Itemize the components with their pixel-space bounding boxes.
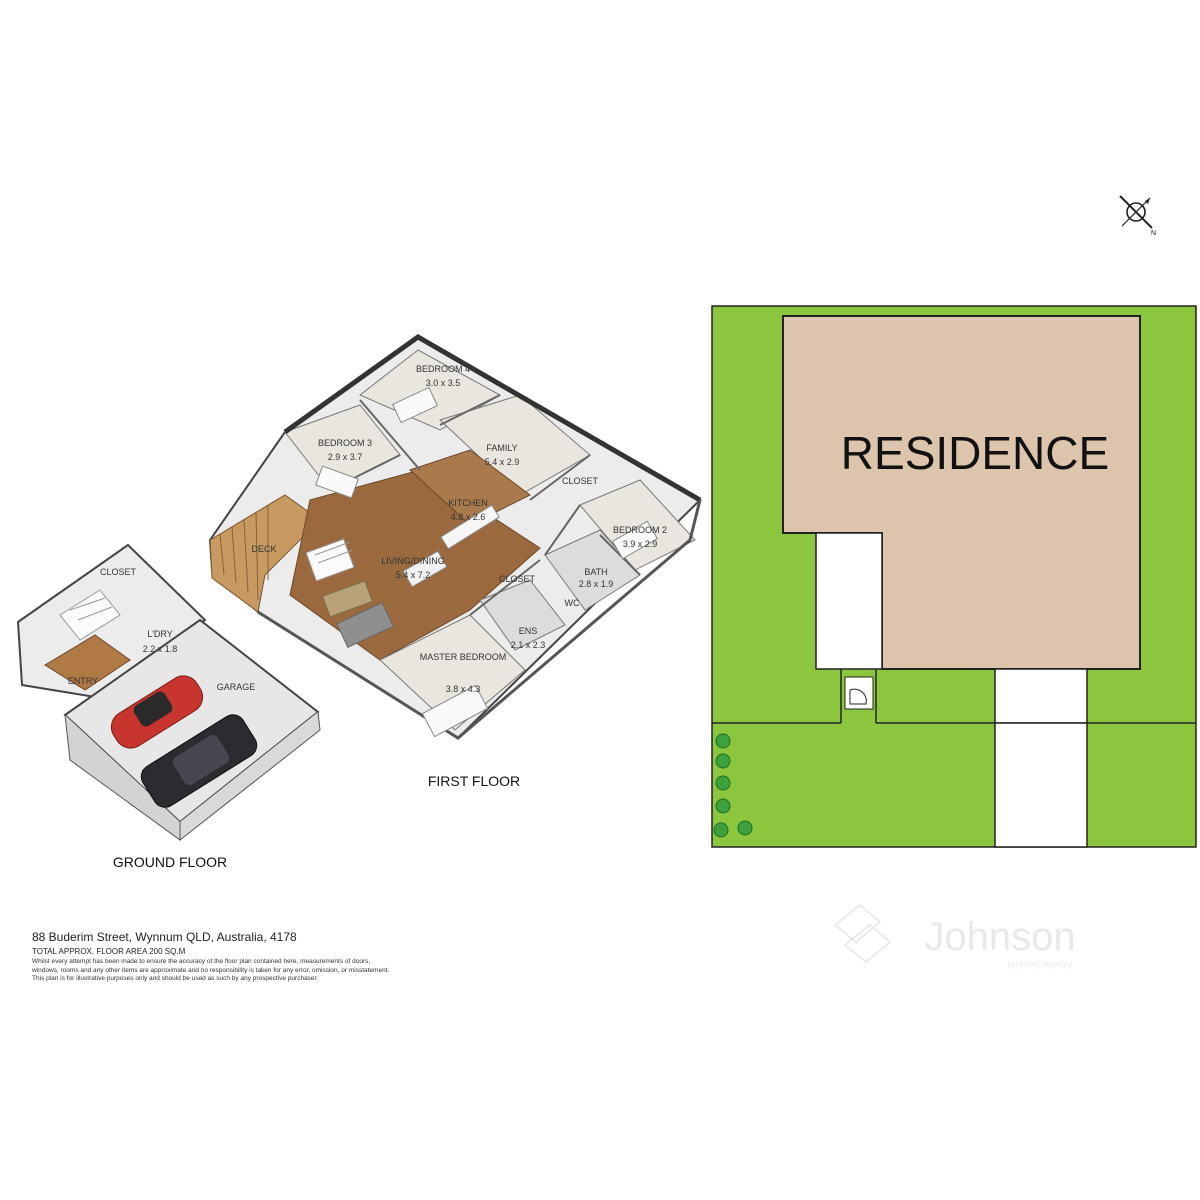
- first-floor-back-wall: [283, 334, 702, 503]
- living-sofa: [321, 580, 374, 618]
- room-dims-master-bedroom: 3.8 x 4.3: [446, 684, 481, 694]
- room-dims-laundry: 2.2 x 1.8: [143, 644, 178, 654]
- room-label-deck: DECK: [251, 544, 276, 554]
- side-path: [815, 532, 883, 670]
- stairs: [305, 538, 355, 582]
- room-label-closet-first-1: CLOSET: [562, 476, 599, 486]
- plan-footer: 88 Buderim Street, Wynnum QLD, Australia…: [32, 930, 552, 984]
- room-label-bath: BATH: [584, 567, 607, 577]
- room-dims-family: 5.4 x 2.9: [485, 457, 520, 467]
- garage-front-wall: [179, 711, 321, 842]
- bed-bedroom-3: [315, 465, 359, 499]
- tree-icon: [715, 753, 731, 769]
- room-dims-bath: 2.8 x 1.9: [579, 579, 614, 589]
- first-floor-plan: [208, 334, 702, 740]
- kitchen-floor: [409, 449, 531, 526]
- disclaimer-line: This plan is for illustrative purposes o…: [32, 975, 319, 982]
- first-floor-title: FIRST FLOOR: [428, 773, 520, 789]
- gate-icon: [844, 676, 874, 710]
- dining-table: [402, 550, 448, 588]
- ground-floor-title: GROUND FLOOR: [113, 854, 227, 870]
- room-label-closet-first-2: CLOSET: [499, 574, 536, 584]
- first-floor-room-labels: BEDROOM 4 3.0 x 3.5 BEDROOM 3 2.9 x 3.7 …: [251, 364, 667, 694]
- master-bedroom-floor: [379, 614, 526, 731]
- ground-stairs: [59, 589, 121, 641]
- room-label-ensuite: ENS: [519, 626, 538, 636]
- room-label-kitchen: KITCHEN: [448, 498, 488, 508]
- beds: [315, 386, 659, 738]
- tree-icons: [713, 733, 753, 838]
- deck-area: [209, 494, 321, 613]
- room-dims-bedroom-3: 2.9 x 3.7: [328, 452, 363, 462]
- room-label-laundry: L'DRY: [147, 629, 173, 639]
- room-label-entry: ENTRY: [68, 676, 98, 686]
- agency-watermark-tagline: property agency: [1008, 959, 1073, 969]
- bed-bedroom-4: [391, 386, 439, 424]
- disclaimer-line: windows, rooms and any other items are a…: [32, 966, 390, 974]
- room-label-closet-ground: CLOSET: [100, 567, 137, 577]
- room-label-master-bedroom: MASTER BEDROOM: [420, 652, 507, 662]
- room-dims-ensuite: 2.1 x 2.3: [511, 640, 546, 650]
- compass-north-label: N: [1151, 230, 1156, 237]
- red-car: [110, 675, 204, 749]
- property-address: 88 Buderim Street, Wynnum QLD, Australia…: [32, 930, 297, 944]
- room-label-family: FAMILY: [486, 443, 517, 453]
- room-label-bedroom-2: BEDROOM 2: [613, 525, 667, 535]
- room-dims-bedroom-2: 3.9 x 2.9: [623, 539, 658, 549]
- tree-icon: [715, 733, 731, 749]
- deck-slats: [219, 506, 269, 601]
- site-plan: RESIDENCE: [711, 305, 1197, 848]
- driveway-upper: [994, 668, 1088, 724]
- disclaimer-line: Whilst every attempt has been made to en…: [32, 958, 371, 965]
- compass-icon: N: [1119, 195, 1156, 237]
- room-dims-living-dining: 5.4 x 7.2: [396, 570, 431, 580]
- dark-suv: [140, 714, 258, 808]
- ensuite-floor: [479, 579, 566, 651]
- bed-master: [421, 684, 489, 738]
- tree-icon: [715, 798, 731, 814]
- ground-floor-room-labels: CLOSET L'DRY 2.2 x 1.8 ENTRY GARAGE: [68, 567, 255, 692]
- tree-icon: [737, 820, 753, 836]
- ground-floor-plan: [16, 543, 321, 842]
- entry-floor: [44, 634, 131, 691]
- agency-watermark-brand: Johnson: [924, 915, 1075, 959]
- first-floor-front-wall: [257, 499, 702, 740]
- residence-label: RESIDENCE: [841, 427, 1109, 479]
- living-rug: [336, 601, 394, 649]
- room-label-wc: WC: [565, 598, 580, 608]
- driveway-lower: [994, 722, 1088, 848]
- total-floor-area: TOTAL APPROX. FLOOR AREA 200 SQ.M: [32, 947, 186, 956]
- tree-icon: [715, 775, 731, 791]
- bed-bedroom-2: [611, 520, 659, 560]
- agency-watermark: Johnson property agency: [833, 904, 1076, 969]
- room-label-living-dining: LIVING/DINING: [381, 556, 445, 566]
- room-dims-kitchen: 4.8 x 2.6: [451, 512, 486, 522]
- tree-icon: [713, 822, 729, 838]
- room-label-garage: GARAGE: [217, 682, 256, 692]
- room-label-bedroom-4: BEDROOM 4: [416, 364, 470, 374]
- kitchen-island: [440, 504, 500, 550]
- room-dims-bedroom-4: 3.0 x 3.5: [426, 378, 461, 388]
- room-label-bedroom-3: BEDROOM 3: [318, 438, 372, 448]
- agency-logo-icon: [833, 904, 892, 963]
